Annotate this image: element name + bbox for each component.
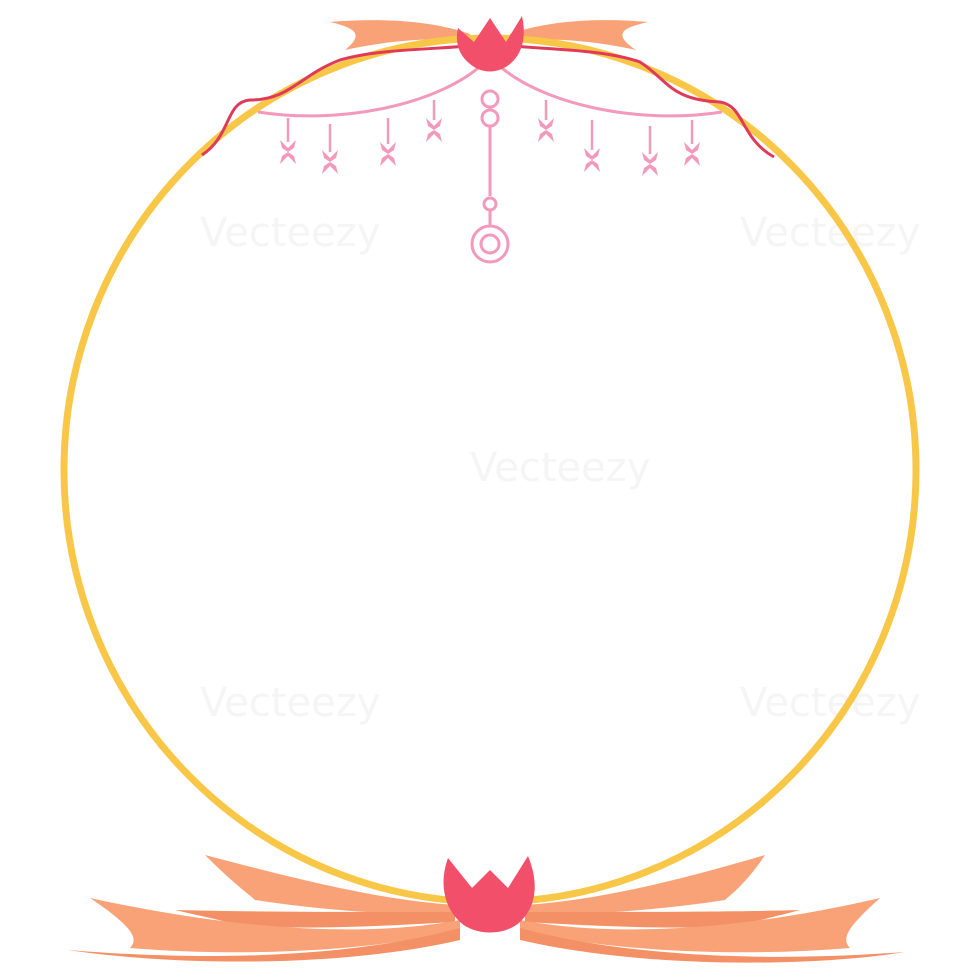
top-ribbon-left	[330, 20, 470, 50]
garland-bead	[684, 120, 700, 166]
garland-beads	[280, 100, 700, 176]
garland-bead	[642, 126, 658, 176]
garland-bead	[584, 120, 600, 172]
garland-bead	[322, 124, 338, 174]
garland-bead	[380, 118, 396, 166]
top-tulip-flower-icon	[456, 16, 524, 72]
red-cord	[201, 42, 775, 159]
garland	[257, 60, 723, 118]
ring-pendant-icon	[470, 89, 510, 264]
top-ribbon	[330, 20, 648, 50]
garland-bead	[280, 118, 296, 164]
bottom-ribbon	[68, 855, 905, 963]
garland-bead	[426, 100, 442, 142]
bottom-tulip-flower-icon	[443, 856, 535, 933]
top-ribbon-right	[510, 20, 648, 50]
garland-bead	[538, 100, 554, 142]
